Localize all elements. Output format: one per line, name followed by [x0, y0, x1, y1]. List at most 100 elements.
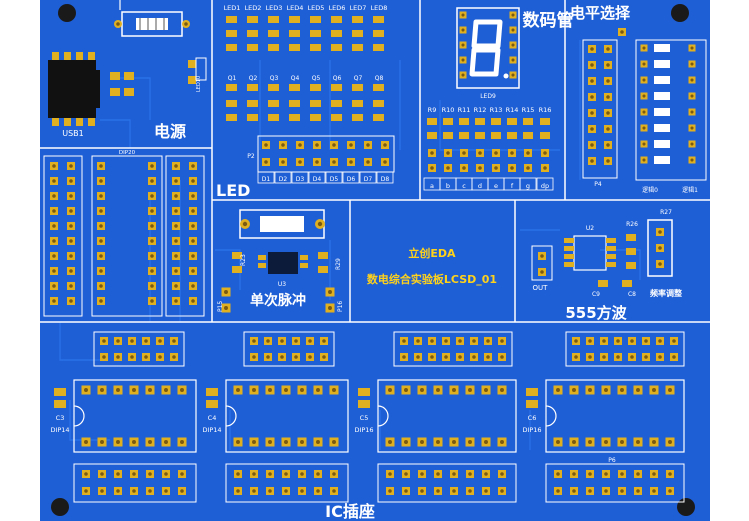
pad-hole — [328, 290, 332, 294]
pad-hole — [130, 339, 134, 343]
freq-adjust-label: 频率调整 — [650, 288, 682, 298]
pad-hole — [430, 355, 434, 359]
pad-hole — [690, 62, 694, 66]
pad-hole — [191, 269, 195, 273]
out-label: OUT — [533, 284, 549, 292]
pad-hole — [690, 94, 694, 98]
smd-pad — [507, 132, 517, 139]
pad-hole — [148, 388, 152, 392]
smd-pad — [352, 30, 363, 37]
smd-pad — [352, 16, 363, 23]
pad-hole — [148, 440, 152, 444]
pad-hole — [636, 472, 640, 476]
pad-hole — [672, 355, 676, 359]
pad-hole — [99, 239, 103, 243]
smd-pad — [523, 118, 533, 125]
pad-hole — [500, 388, 504, 392]
socket-notch — [377, 405, 389, 427]
pad-hole — [224, 290, 228, 294]
pad-hole — [668, 489, 672, 493]
pad-hole — [191, 209, 195, 213]
transistor-label: Q7 — [354, 75, 363, 82]
r23-label: R23 — [240, 254, 247, 266]
smd-pad — [373, 16, 384, 23]
pad-hole — [388, 440, 392, 444]
pad-hole — [472, 339, 476, 343]
smd-pad — [258, 255, 266, 260]
pad-hole — [266, 339, 270, 343]
pad-hole — [430, 166, 434, 170]
smd-pad — [331, 30, 342, 37]
pad-hole — [420, 472, 424, 476]
pad-hole — [602, 355, 606, 359]
pad-hole — [510, 151, 514, 155]
smd-pad — [331, 44, 342, 51]
d-label: D6 — [347, 176, 356, 183]
smd-pad — [54, 388, 66, 396]
pad-hole — [316, 472, 320, 476]
pad-hole — [658, 339, 662, 343]
smd-pad — [318, 266, 328, 273]
pad-hole — [526, 151, 530, 155]
smd-pad — [523, 132, 533, 139]
smd-pad — [226, 100, 237, 107]
d-label: D3 — [296, 176, 305, 183]
smd-pad — [331, 114, 342, 121]
pad-hole — [300, 440, 304, 444]
pad-hole — [298, 143, 302, 147]
pad-hole — [458, 339, 462, 343]
smd-pad — [318, 252, 328, 259]
copper-trace — [439, 100, 560, 151]
smd-pad — [289, 84, 300, 91]
pad-hole — [150, 194, 154, 198]
pad-hole — [606, 127, 610, 131]
pad-hole — [404, 388, 408, 392]
smd-pad — [373, 114, 384, 121]
pad-hole — [332, 440, 336, 444]
seg-label: dp — [541, 182, 549, 190]
upper-header — [565, 331, 685, 367]
pad-hole — [322, 339, 326, 343]
smd-pad — [352, 114, 363, 121]
socket-dip-label: DIP16 — [522, 426, 541, 434]
pad-hole — [510, 166, 514, 170]
pad-hole — [620, 440, 624, 444]
pad-hole — [590, 111, 594, 115]
u3-label: U3 — [278, 281, 286, 288]
pad-hole — [264, 143, 268, 147]
pad-hole — [690, 78, 694, 82]
smd-pad — [289, 30, 300, 37]
pad-hole — [588, 355, 592, 359]
seg-label: d — [478, 182, 482, 190]
pin-label-box — [342, 171, 360, 184]
pad-hole — [191, 284, 195, 288]
pad-hole — [150, 299, 154, 303]
smd-pad — [124, 72, 134, 80]
seven-seg-digit — [469, 19, 503, 77]
smd-pad — [427, 132, 437, 139]
header-p4 — [582, 39, 618, 179]
pad-hole — [52, 164, 56, 168]
pad-hole — [416, 339, 420, 343]
pad-hole — [99, 284, 103, 288]
pad-hole — [604, 489, 608, 493]
pad-hole — [511, 43, 515, 47]
pad-hole — [184, 22, 188, 26]
pad-hole — [191, 254, 195, 258]
logic1-label: 逻辑1 — [682, 186, 698, 194]
led10-label: LED10 — [196, 76, 202, 92]
smd-pad — [606, 246, 616, 251]
pad-hole — [462, 166, 466, 170]
pad-hole — [690, 46, 694, 50]
pad-hole — [444, 355, 448, 359]
ic-u3 — [268, 252, 298, 274]
pad-hole — [606, 63, 610, 67]
resistor-label: R10 — [442, 106, 455, 114]
smd-pad — [540, 118, 550, 125]
pad-hole — [52, 194, 56, 198]
smd-pad — [626, 262, 636, 269]
socket-dip-label: DIP14 — [202, 426, 221, 434]
pad-hole — [99, 209, 103, 213]
pad-hole — [116, 22, 120, 26]
pad-hole — [174, 254, 178, 258]
